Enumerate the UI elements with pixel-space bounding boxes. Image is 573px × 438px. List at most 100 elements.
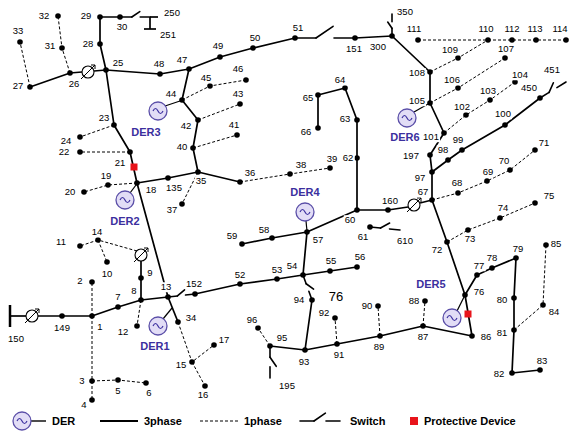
bus-number: 350 bbox=[396, 7, 414, 17]
switch-stroke bbox=[316, 26, 333, 38]
bus-number: 27 bbox=[12, 81, 25, 91]
three-phase-lines bbox=[10, 17, 540, 373]
bus-dot bbox=[97, 14, 103, 20]
bus-number: 92 bbox=[318, 308, 331, 318]
three-phase-line bbox=[10, 315, 26, 317]
bus-number: 44 bbox=[165, 89, 178, 99]
bus-dot bbox=[165, 175, 171, 181]
bus-number: 20 bbox=[64, 187, 77, 197]
three-phase-line bbox=[432, 98, 540, 172]
switch-stroke bbox=[334, 37, 355, 39]
bus-dot bbox=[207, 83, 213, 89]
der-ring bbox=[149, 102, 167, 120]
bus-number: 71 bbox=[538, 138, 551, 148]
regulator-arrow bbox=[134, 248, 148, 262]
single-phase-line bbox=[98, 240, 137, 251]
der-symbol bbox=[296, 203, 314, 231]
bus-dot bbox=[342, 85, 348, 91]
bus-dot bbox=[427, 100, 433, 106]
three-phase-line bbox=[100, 17, 168, 297]
bus-number: 36 bbox=[244, 168, 257, 178]
bus-dot bbox=[103, 67, 109, 73]
regulator-arrow bbox=[25, 309, 39, 323]
bus-number: 30 bbox=[116, 22, 129, 32]
bus-dot bbox=[234, 132, 240, 138]
single-phase-line bbox=[378, 306, 380, 336]
bus-dot bbox=[455, 190, 461, 196]
der-stem bbox=[130, 185, 136, 193]
bus-number: 76 bbox=[473, 287, 486, 297]
regulator-arrowhead bbox=[144, 248, 148, 252]
switch-stroke bbox=[295, 37, 316, 39]
bus-number: 58 bbox=[258, 225, 271, 235]
bus-number: 67 bbox=[417, 187, 430, 197]
note-number: 76 bbox=[328, 290, 344, 303]
bus-dot bbox=[59, 45, 65, 51]
der-ring bbox=[116, 191, 134, 209]
legend-text: Switch bbox=[350, 416, 385, 427]
legend-sample bbox=[300, 413, 340, 421]
der-symbols bbox=[116, 101, 464, 335]
bus-dot bbox=[532, 147, 538, 153]
bus-dot bbox=[420, 323, 426, 329]
bus-number: 18 bbox=[145, 185, 158, 195]
legend-text: 3phase bbox=[144, 416, 182, 427]
bus-dot bbox=[427, 69, 433, 75]
bus-number: 103 bbox=[479, 86, 497, 96]
bus-dot bbox=[134, 323, 140, 329]
bus-dot bbox=[138, 297, 144, 303]
bus-number: 12 bbox=[117, 327, 130, 337]
single-phase-line bbox=[182, 80, 246, 100]
regulator-ring bbox=[135, 249, 147, 261]
der-stem bbox=[457, 297, 464, 311]
bus-number: 88 bbox=[408, 296, 421, 306]
bus-dot bbox=[104, 259, 110, 265]
der-wave bbox=[300, 210, 310, 215]
single-phase-line bbox=[193, 135, 237, 148]
bus-dot bbox=[115, 304, 121, 310]
bus-number: 54 bbox=[286, 261, 299, 271]
three-phase-line bbox=[270, 346, 305, 350]
protective-devices bbox=[131, 164, 472, 318]
switch-stroke bbox=[300, 420, 314, 422]
regulator-symbol bbox=[25, 309, 39, 323]
bus-dot bbox=[444, 239, 450, 245]
switch-stroke bbox=[306, 284, 313, 289]
bus-number: 51 bbox=[292, 23, 305, 33]
bus-dot bbox=[117, 14, 123, 20]
bus-dot bbox=[385, 207, 391, 213]
single-phase-line bbox=[178, 322, 214, 362]
bus-number: 32 bbox=[38, 11, 51, 21]
bus-dot bbox=[354, 117, 360, 123]
bus-number: 25 bbox=[112, 58, 125, 68]
bus-number: 86 bbox=[480, 332, 493, 342]
bus-dot bbox=[243, 77, 249, 83]
bus-number: 41 bbox=[228, 120, 241, 130]
bus-dot bbox=[127, 149, 133, 155]
bus-dot bbox=[540, 302, 546, 308]
bus-number: 2 bbox=[76, 276, 83, 286]
bus-dot bbox=[77, 149, 83, 155]
bus-dot bbox=[354, 155, 360, 161]
three-phase-line bbox=[150, 16, 158, 18]
bus-number: 110 bbox=[477, 24, 494, 34]
bus-number: 26 bbox=[68, 79, 81, 89]
bus-dot bbox=[105, 182, 111, 188]
der-stem bbox=[163, 308, 172, 319]
regulator-arrowhead bbox=[35, 309, 39, 313]
bus-dot bbox=[509, 37, 515, 43]
switch-stroke bbox=[391, 14, 393, 22]
der-wave bbox=[447, 316, 457, 321]
der-wave bbox=[153, 109, 163, 114]
bus-dot bbox=[469, 333, 475, 339]
three-phase-line bbox=[305, 295, 472, 350]
bus-dot bbox=[563, 37, 569, 43]
bus-number: 14 bbox=[91, 227, 104, 237]
bus-dot bbox=[537, 367, 543, 373]
bus-number: 66 bbox=[300, 127, 313, 137]
bus-dot bbox=[143, 380, 149, 386]
bus-number: 43 bbox=[232, 89, 245, 99]
bus-dot bbox=[89, 397, 95, 403]
bus-number: 11 bbox=[55, 237, 67, 247]
bus-dot bbox=[543, 242, 549, 248]
